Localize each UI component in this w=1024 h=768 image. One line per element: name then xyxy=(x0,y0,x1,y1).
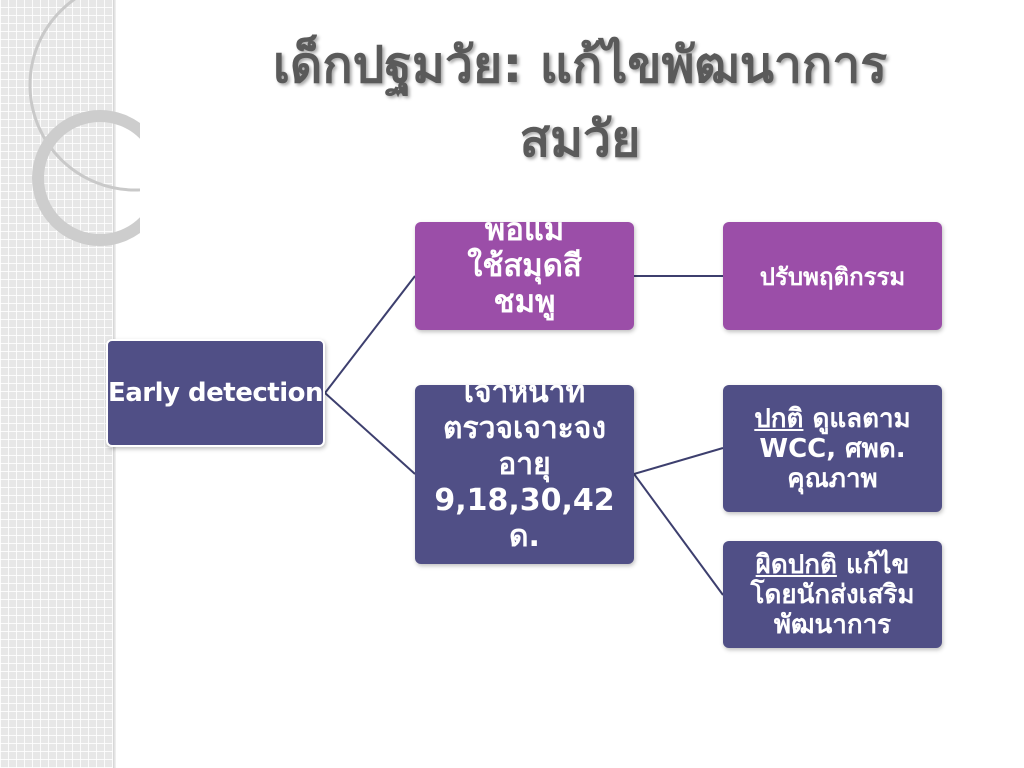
staff-box-line-2: ตรวจเจาะจง xyxy=(442,411,607,446)
connector-staff-to-abnormal xyxy=(633,473,724,596)
abnormal-result-line-2: โดยนักส่งเสริม xyxy=(750,579,915,610)
abnormal-term: ผิดปกติ xyxy=(755,549,837,580)
decorative-ring-large xyxy=(28,0,140,192)
parents-box-line-1: พ่อแม่ xyxy=(484,222,565,248)
normal-result-line-3: คุณภาพ xyxy=(787,463,878,494)
connector-root-to-staff xyxy=(324,392,416,475)
staff-box-line-3: อายุ xyxy=(498,447,551,482)
connector-root-to-parents xyxy=(324,275,416,394)
staff-box-line-1: เจ้าหน้าที่ xyxy=(463,385,586,410)
parents-box-line-3: ชมพู xyxy=(493,284,556,320)
normal-action: ดูแลตาม xyxy=(812,403,911,434)
slide-title-line-2: สมวัย xyxy=(519,110,641,168)
behavior-change-box: ปรับพฤติกรรม xyxy=(723,222,942,330)
normal-result-line-2: WCC, ศพด. xyxy=(759,433,906,464)
connector-staff-to-normal xyxy=(633,447,724,475)
slide-title: เด็กปฐมวัย: แก้ไขพัฒนาการ สมวัย xyxy=(150,28,1010,176)
decorative-circles xyxy=(28,0,140,246)
early-detection-label: Early detection xyxy=(108,378,323,408)
slide-title-line-1: เด็กปฐมวัย: แก้ไขพัฒนาการ xyxy=(272,36,888,94)
abnormal-result-line-3: พัฒนาการ xyxy=(773,609,892,640)
parents-box-line-2: ใช้สมุดสี xyxy=(467,248,582,284)
normal-result-box: ปกติ ดูแลตาม WCC, ศพด. คุณภาพ xyxy=(723,385,942,512)
parents-box: พ่อแม่ ใช้สมุดสี ชมพู xyxy=(415,222,634,330)
normal-result-line-1: ปกติ ดูแลตาม xyxy=(754,404,910,434)
abnormal-action: แก้ไข xyxy=(845,549,910,580)
abnormal-result-box: ผิดปกติ แก้ไข โดยนักส่งเสริม พัฒนาการ xyxy=(723,541,942,648)
abnormal-result-line-1: ผิดปกติ แก้ไข xyxy=(756,550,910,580)
normal-term: ปกติ xyxy=(754,403,804,434)
decorative-ring-small xyxy=(32,110,140,246)
staff-box: เจ้าหน้าที่ ตรวจเจาะจง อายุ 9,18,30,42 ด… xyxy=(415,385,634,564)
behavior-change-label: ปรับพฤติกรรม xyxy=(759,262,906,291)
staff-box-line-4: 9,18,30,42 xyxy=(434,483,615,518)
early-detection-box: Early detection xyxy=(106,339,325,447)
staff-box-line-5: ด. xyxy=(509,519,540,554)
